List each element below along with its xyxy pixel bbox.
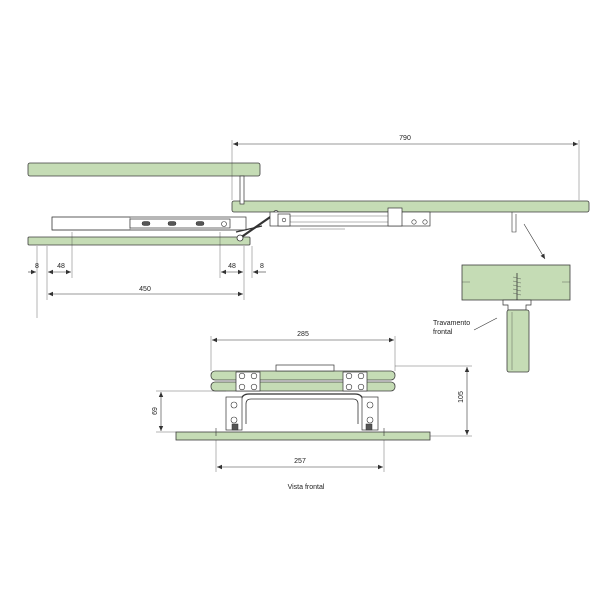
dimension-left-8-48: 8 48 <box>28 232 73 300</box>
dimension-69: 69 <box>152 390 226 433</box>
front-base-panel <box>175 431 431 441</box>
dimension-257: 257 <box>215 440 385 472</box>
detail-panel <box>461 264 571 301</box>
dimension-mid-8-label: 8 <box>260 263 264 270</box>
side-view: 790 8 48 48 8 450 <box>27 135 590 318</box>
dimension-left-48-label: 48 <box>57 263 65 270</box>
front-view-caption: Vista frontal <box>288 484 325 491</box>
front-right-slides <box>342 371 368 392</box>
front-right-bracket <box>361 396 379 431</box>
dimension-285-label: 285 <box>297 331 309 338</box>
latch-tube <box>506 309 530 373</box>
top-panel <box>27 162 261 177</box>
dimension-mid-48-label: 48 <box>228 263 236 270</box>
extended-panel <box>231 200 590 213</box>
dimension-790: 790 <box>231 135 580 200</box>
dimension-285: 285 <box>210 331 396 371</box>
front-view: 285 105 69 257 Vista frontal <box>152 331 472 491</box>
front-handle-frame <box>240 393 364 424</box>
latch-bracket <box>502 299 532 311</box>
dimension-450: 450 <box>48 286 243 297</box>
front-lid <box>275 364 335 372</box>
dimension-450-label: 450 <box>139 286 151 293</box>
vertical-plate <box>239 175 245 205</box>
bottom-panel <box>27 236 251 246</box>
detail-leader <box>523 223 546 260</box>
dimension-105: 105 <box>395 365 472 437</box>
dimension-69-label: 69 <box>152 407 159 415</box>
detail-view: Travamento frontal <box>433 264 571 373</box>
upper-rail <box>269 207 431 230</box>
lower-rail <box>51 216 247 231</box>
dimension-mid-48-8: 48 8 <box>219 232 266 300</box>
front-latch <box>511 212 517 233</box>
dimension-left-8-label: 8 <box>35 263 39 270</box>
dimension-790-label: 790 <box>399 135 411 142</box>
detail-label-line1: Travamento <box>433 320 470 327</box>
front-left-slides <box>235 371 261 392</box>
detail-label-line2: frontal <box>433 329 453 336</box>
front-left-bracket <box>225 396 243 431</box>
dimension-257-label: 257 <box>294 458 306 465</box>
dimension-105-label: 105 <box>458 391 465 403</box>
